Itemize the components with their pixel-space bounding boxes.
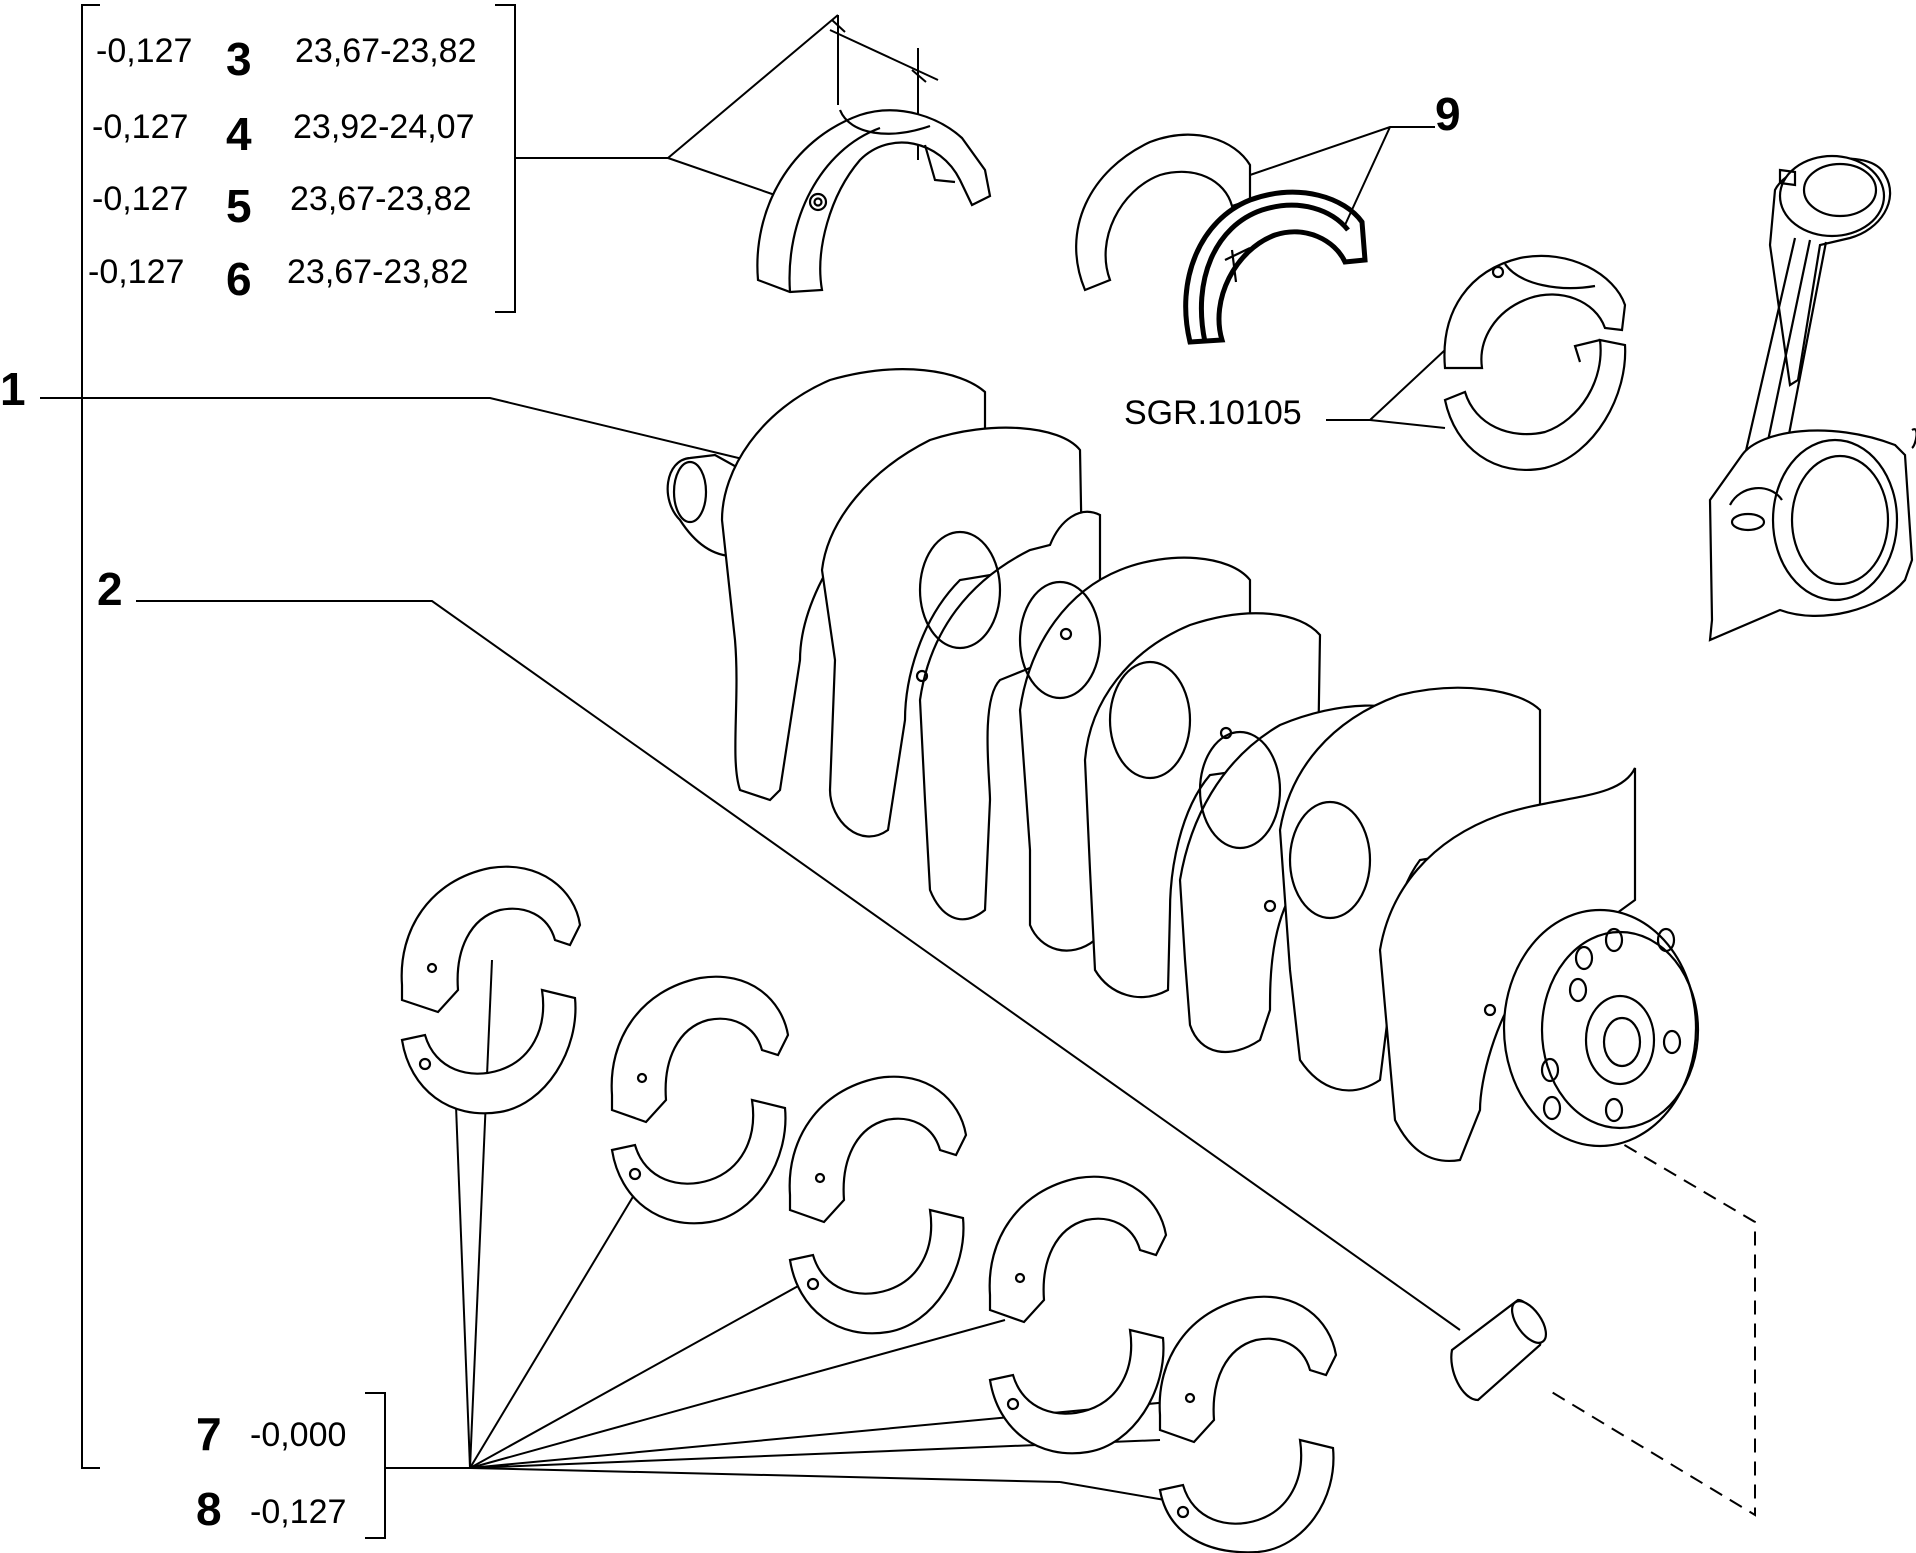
connecting-rod: [1708, 154, 1916, 642]
width-range: 23,67-23,82: [290, 180, 472, 218]
thrust-row: -0,127 3 23,67-23,82: [96, 32, 477, 85]
part-number: 6: [226, 253, 252, 305]
bearing-table-bracket: [365, 1392, 386, 1539]
thrust-table-bracket: [495, 4, 516, 313]
undersize-value: -0,127: [92, 180, 188, 218]
callout-2: 2: [97, 563, 123, 615]
main-bearing-pair-4: [988, 1175, 1168, 1455]
thrust-table: -0,127 3 23,67-23,82 -0,127 4 23,92-24,0…: [88, 32, 477, 305]
thrust-washer-lower: [1183, 189, 1368, 345]
part-number: 5: [226, 180, 252, 232]
width-range: 23,92-24,07: [293, 108, 475, 146]
part-number: 7: [196, 1408, 222, 1460]
callout-9: 9: [1435, 88, 1461, 140]
part-number: 4: [226, 108, 252, 160]
undersize-value: -0,127: [92, 108, 188, 146]
undersize-value: -0,127: [88, 253, 184, 291]
thrust-row: -0,127 5 23,67-23,82: [92, 180, 472, 232]
conrod-bearing-shell-lower: [1443, 338, 1627, 471]
width-range: 23,67-23,82: [295, 32, 477, 70]
main-bearing-pair-3: [788, 1075, 968, 1335]
bearing-table: 7 -0,000 8 -0,127: [196, 1408, 346, 1535]
thrust-washer-upper: [1075, 133, 1252, 292]
dowel-dashed-path: [1544, 1109, 1756, 1517]
leader-2: [136, 600, 1461, 1331]
thrust-bearing-shell: [756, 109, 992, 294]
thrust-row: -0,127 4 23,92-24,07: [92, 108, 475, 160]
thrust-row: -0,127 6 23,67-23,82: [88, 253, 469, 305]
undersize-value: -0,000: [250, 1416, 346, 1454]
reference-code: SGR.10105: [1124, 394, 1302, 432]
main-bracket: [81, 4, 100, 1469]
width-range: 23,67-23,82: [287, 253, 469, 291]
part-number: 8: [196, 1483, 222, 1535]
dowel-pin: [1450, 1298, 1548, 1402]
undersize-value: -0,127: [96, 32, 192, 70]
undersize-value: -0,127: [250, 1493, 346, 1531]
crankshaft: [666, 368, 1700, 1163]
dimension-lines: [829, 15, 939, 160]
conrod-bearing-shell-upper: [1443, 254, 1627, 370]
callout-1: 1: [0, 363, 26, 415]
leader-9: [1249, 126, 1435, 226]
main-bearing-pair-5: [1158, 1295, 1338, 1553]
main-bearing-pair-2: [610, 975, 790, 1225]
leader-1: [40, 397, 756, 463]
leader-thrust: [515, 14, 839, 196]
leader-sgr: [1326, 349, 1446, 429]
main-bearing-pair-1: [400, 865, 582, 1115]
part-number: 3: [226, 33, 252, 85]
